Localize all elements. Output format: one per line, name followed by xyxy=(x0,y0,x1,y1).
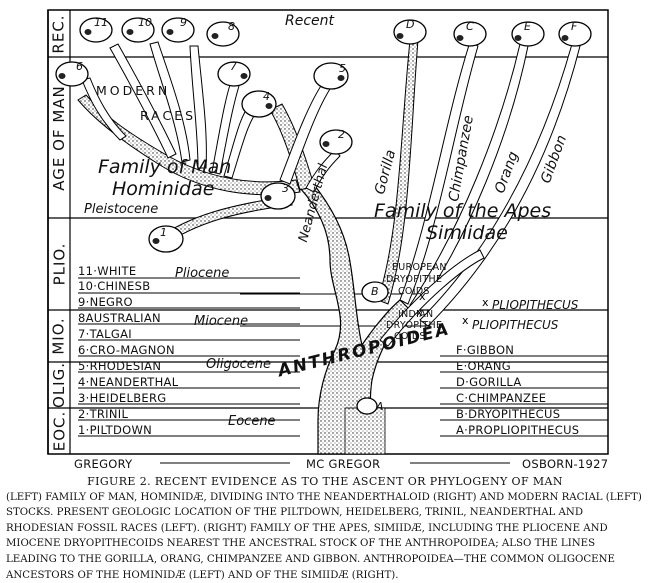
skull-7-number: 7 xyxy=(230,60,237,73)
period-oligocene: Oligocene xyxy=(206,357,272,372)
ape-d: D·GORILLA xyxy=(456,375,522,389)
race-1: 1·PILTDOWN xyxy=(78,423,153,437)
ape-skull-a: A xyxy=(376,400,384,413)
ape-skull-f: F xyxy=(571,20,578,33)
ape-e: E·ORANG xyxy=(456,359,511,373)
period-miocene: Miocene xyxy=(194,314,249,329)
modern-races-label-2: RACES xyxy=(140,108,197,123)
skull-1-number: 1 xyxy=(160,226,167,239)
ape-f: F·GIBBON xyxy=(456,343,515,357)
ape-skull-c: C xyxy=(466,20,474,33)
race-8: 8AUSTRALIAN xyxy=(78,311,161,325)
period-pleistocene: Pleistocene xyxy=(84,202,159,217)
european-dryo-2: DRYOPITHE xyxy=(386,274,443,285)
family-of-man-label: Family of Man xyxy=(98,156,232,178)
race-10: 10·CHINESB xyxy=(78,279,151,293)
ape-a: A·PROPLIOPITHECUS xyxy=(456,423,580,437)
ape-b: B·DRYOPITHECUS xyxy=(456,407,561,421)
modern-races-label-1: MODERN xyxy=(96,83,171,98)
skull-8-number: 8 xyxy=(228,20,235,33)
skull-3-number: 3 xyxy=(282,182,289,195)
race-4: 4·NEANDERTHAL xyxy=(78,375,179,389)
phylogeny-diagram: x x x x xyxy=(47,9,609,464)
era-miocene: MIO. xyxy=(50,317,68,355)
pliopithecus-label-1: PLIOPITHECUS xyxy=(492,298,579,312)
skull-6-number: 6 xyxy=(76,60,83,73)
period-eocene: Eocene xyxy=(228,414,276,429)
european-dryo-1: EUROPEAN xyxy=(392,262,447,273)
european-dryo-3: COIDS xyxy=(398,286,430,297)
skull-9-number: 9 xyxy=(180,16,187,29)
skull-4-number: 4 xyxy=(263,90,270,103)
skull-5-number: 5 xyxy=(339,62,346,75)
era-age-of-man: AGE OF MAN xyxy=(50,84,68,191)
race-2: 2·TRINIL xyxy=(78,407,129,421)
credit-gregory: GREGORY xyxy=(74,457,133,471)
hominidae-label: Hominidae xyxy=(112,178,215,200)
indian-dryo-3: COIDS xyxy=(394,331,426,342)
race-7: 7·TALGAI xyxy=(78,327,132,341)
family-of-apes-label: Family of the Apes xyxy=(374,200,552,222)
figure-caption: FIGURE 2. RECENT EVIDENCE AS TO THE ASCE… xyxy=(6,474,644,583)
main-trunk xyxy=(299,181,409,455)
credit-osborn: OSBORN-1927 xyxy=(522,457,609,471)
skull-10-number: 10 xyxy=(138,16,152,29)
race-5: 5·RHODESIAN xyxy=(78,359,162,373)
anthropoidea-base xyxy=(344,407,386,455)
svg-text:x: x xyxy=(416,306,423,319)
skull-11-number: 11 xyxy=(94,16,108,29)
svg-text:x: x xyxy=(482,296,489,309)
era-oligocene: OLIG. xyxy=(50,362,69,408)
era-recent: REC. xyxy=(50,13,68,54)
pliopithecus-label-2: PLIOPITHECUS xyxy=(472,318,559,332)
race-11: 11·WHITE xyxy=(78,264,137,278)
svg-text:x: x xyxy=(462,314,469,327)
ape-c: C·CHIMPANZEE xyxy=(456,391,547,405)
credit-mcgregor: MC GREGOR xyxy=(306,457,381,471)
period-recent: Recent xyxy=(285,13,335,29)
ape-skull-e: E xyxy=(524,20,531,33)
indian-dryo-1: INDIAN xyxy=(398,309,434,320)
indian-dryo-2: DRYOPITHE xyxy=(386,320,443,331)
race-3: 3·HEIDELBERG xyxy=(78,391,167,405)
caption-title: FIGURE 2. RECENT EVIDENCE AS TO THE ASCE… xyxy=(87,475,563,488)
phylogeny-figure: x x x x REC. AGE OF MAN PLIO. M xyxy=(6,9,642,581)
simiidae-label: Simiidae xyxy=(426,222,508,244)
skull-2-number: 2 xyxy=(338,128,345,141)
svg-text:x: x xyxy=(419,290,426,303)
era-eocene: EOC. xyxy=(50,410,68,452)
race-9: 9·NEGRO xyxy=(78,295,133,309)
ape-skull-b: B xyxy=(371,285,379,298)
ape-skull-d: D xyxy=(406,18,415,31)
period-pliocene: Pliocene xyxy=(175,266,230,281)
era-pliocene: PLIO. xyxy=(50,242,69,286)
race-6: 6·CRO-MAGNON xyxy=(78,343,175,357)
